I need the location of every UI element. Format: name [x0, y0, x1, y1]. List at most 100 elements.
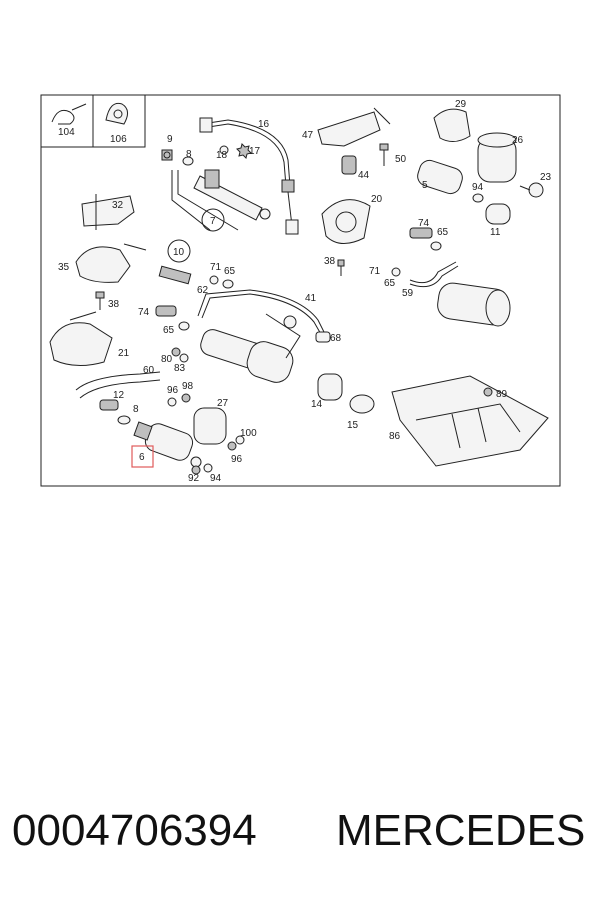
- label-98: 98: [182, 381, 194, 392]
- label-104: 104: [58, 127, 75, 138]
- label-23: 23: [540, 172, 552, 183]
- part-65-left: [178, 321, 190, 331]
- label-14: 14: [311, 399, 323, 410]
- part-62-line: [197, 289, 327, 337]
- label-21: 21: [118, 348, 130, 359]
- part-16-fuel-line: [199, 117, 299, 235]
- label-32: 32: [112, 200, 124, 211]
- label-35: 35: [58, 262, 70, 273]
- part-38-screw: [337, 259, 345, 276]
- label-71a: 71: [210, 262, 222, 273]
- label-83: 83: [174, 363, 186, 374]
- part-89-bolt: [483, 387, 493, 397]
- part-65-washer: [430, 241, 442, 251]
- label-65b: 65: [224, 266, 236, 277]
- label-11: 11: [490, 227, 501, 238]
- label-9: 9: [167, 134, 173, 145]
- part-8-fitting-lower: [117, 415, 131, 425]
- part-104-clip: [51, 103, 87, 125]
- part-26-filter: [477, 132, 517, 183]
- parts-diagram: 104 106 9 8 16 18 17 47 44 50 29 26 5 94…: [40, 94, 561, 487]
- part-23-screw: [519, 182, 544, 198]
- part-96-clip-lower: [227, 441, 237, 451]
- label-100: 100: [240, 428, 257, 439]
- label-7: 7: [210, 216, 216, 227]
- part-44-rubber-mount: [341, 155, 357, 175]
- part-15-cap: [349, 394, 375, 414]
- part-74-left: [155, 305, 177, 317]
- label-74b: 74: [138, 307, 150, 318]
- label-44: 44: [358, 170, 370, 181]
- part-80-nut: [171, 347, 181, 357]
- caption: 0004706394 MERCEDES: [0, 796, 600, 866]
- label-15: 15: [347, 420, 359, 431]
- label-18: 18: [216, 150, 228, 161]
- part-6-fuel-pump: [133, 421, 202, 468]
- label-29: 29: [455, 99, 467, 110]
- part-74-connector: [409, 227, 433, 239]
- part-10-valve: [158, 265, 192, 285]
- label-71b: 71: [369, 266, 381, 277]
- label-65d: 65: [163, 325, 175, 336]
- part-18-nut: [219, 145, 229, 155]
- brand-name: MERCEDES: [336, 806, 586, 855]
- part-21-clamp: [49, 311, 113, 366]
- label-65a: 65: [437, 227, 449, 238]
- part-20-holder: [321, 199, 371, 244]
- part-100-clip: [235, 435, 245, 445]
- label-20: 20: [371, 194, 383, 205]
- part-41-clip: [283, 315, 297, 329]
- label-50: 50: [395, 154, 407, 165]
- label-65c: 65: [384, 278, 396, 289]
- label-59: 59: [402, 288, 414, 299]
- part-5-fuel-pump: [417, 159, 463, 195]
- label-10: 10: [173, 247, 185, 258]
- part-38-screw-left: [95, 291, 105, 310]
- part-47-bracket: [317, 107, 391, 147]
- label-89: 89: [496, 389, 508, 400]
- label-60: 60: [143, 365, 155, 376]
- part-68-connector: [315, 331, 331, 343]
- label-26: 26: [512, 135, 524, 146]
- part-27-filter: [193, 407, 227, 445]
- callout-10: [167, 239, 191, 263]
- label-6: 6: [139, 452, 145, 463]
- part-94-clip: [472, 193, 484, 203]
- part-92-nut: [191, 465, 201, 475]
- part-17-star-nut: [236, 143, 252, 159]
- part-35-clamp: [75, 243, 147, 283]
- part-94-clip-lower: [203, 463, 213, 473]
- part-pump-right: [437, 282, 511, 327]
- label-8a: 8: [186, 149, 192, 160]
- label-68: 68: [330, 333, 342, 344]
- part-labels: 104 106 9 8 16 18 17 47 44 50 29 26 5 94…: [58, 99, 552, 484]
- label-62: 62: [197, 285, 209, 296]
- part-59-line: [391, 261, 459, 288]
- label-16: 16: [258, 119, 270, 130]
- part-8-washer: [182, 156, 194, 166]
- label-106: 106: [110, 134, 127, 145]
- part-106-clamp: [105, 102, 128, 125]
- label-92: 92: [188, 473, 200, 484]
- label-96a: 96: [167, 385, 179, 396]
- part-29-sleeve: [433, 108, 471, 142]
- highlight-box-6: [131, 445, 154, 468]
- part-12-pipe: [99, 399, 119, 411]
- part-number: 0004706394: [12, 806, 257, 855]
- label-94b: 94: [210, 473, 222, 484]
- inset-box-106: [92, 94, 146, 148]
- label-94a: 94: [472, 182, 484, 193]
- label-47: 47: [302, 130, 314, 141]
- part-96-clip: [167, 397, 177, 407]
- label-8b: 8: [133, 404, 139, 415]
- part-60-hose: [75, 371, 161, 399]
- part-98-nut: [181, 393, 191, 403]
- label-86: 86: [389, 431, 401, 442]
- part-65-ring: [222, 279, 234, 289]
- label-96b: 96: [231, 454, 243, 465]
- label-5: 5: [422, 180, 428, 191]
- part-pump-center: [200, 313, 301, 383]
- label-12: 12: [113, 390, 125, 401]
- label-80: 80: [161, 354, 173, 365]
- part-7-pump-assembly: [171, 169, 271, 231]
